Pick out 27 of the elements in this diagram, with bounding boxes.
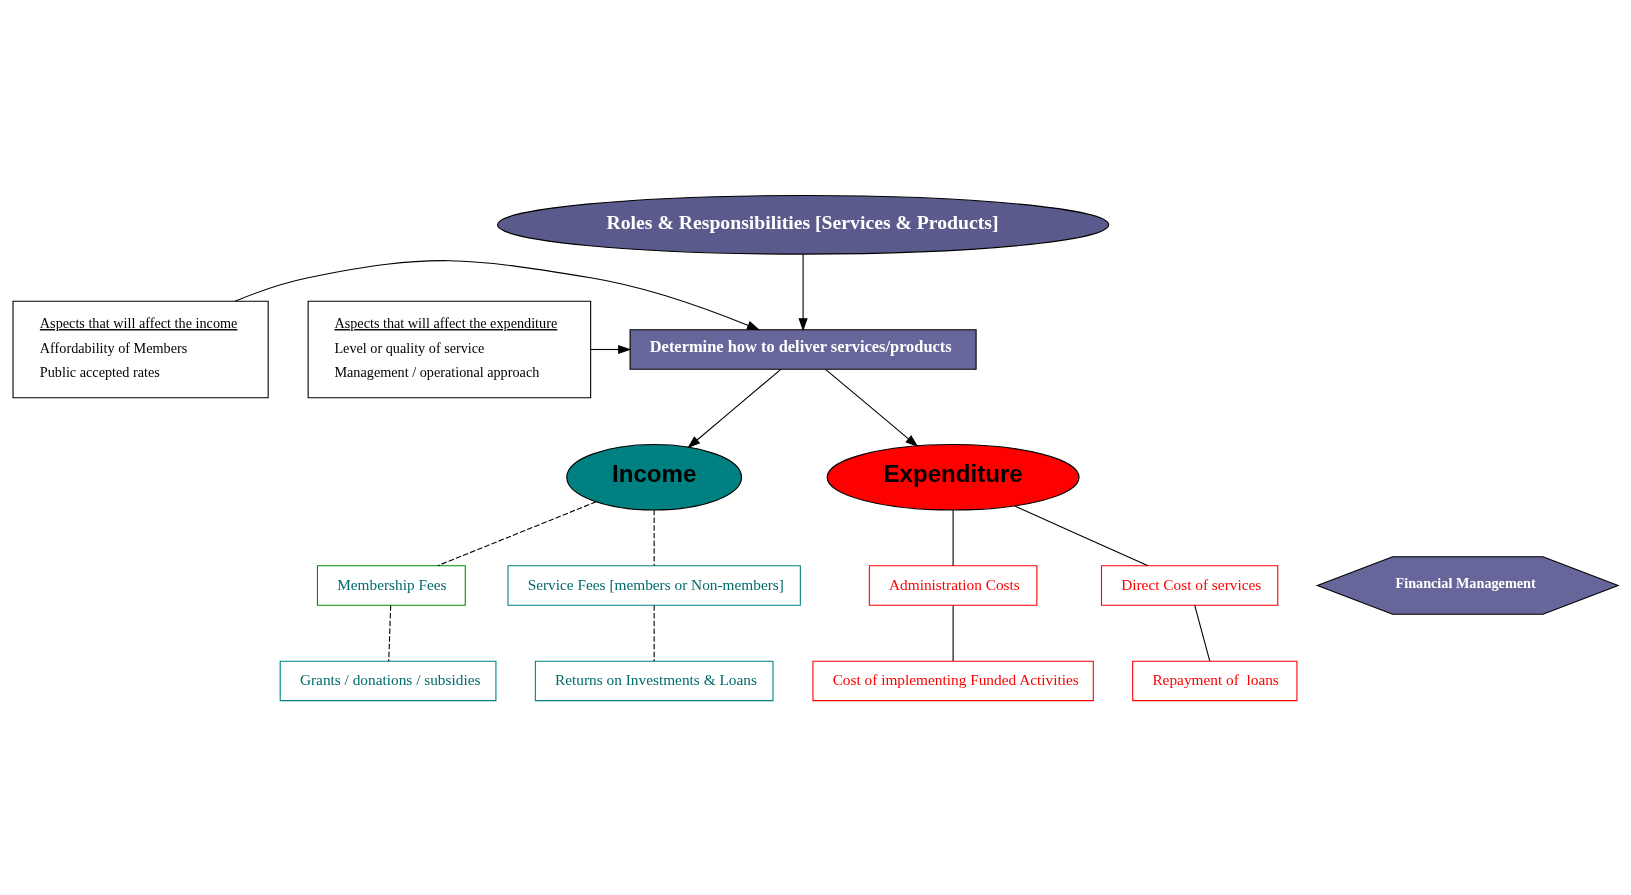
node-box: Administration Costs xyxy=(868,564,1038,606)
node-ellipse: Income xyxy=(566,443,743,511)
connector xyxy=(653,604,655,662)
node-box: Returns on Investments & Loans xyxy=(534,660,774,701)
node-box: Grants / donations / subsidies xyxy=(279,660,497,701)
connector xyxy=(388,604,392,662)
arrow xyxy=(234,259,761,330)
node-box: Cost of implementing Funded Activities xyxy=(812,660,1094,701)
connector xyxy=(653,508,655,566)
node-box: Service Fees [members or Non-members] xyxy=(507,564,801,606)
arrow xyxy=(687,368,782,448)
connector xyxy=(952,604,954,662)
node-box: Membership Fees xyxy=(316,564,466,606)
connector xyxy=(1013,504,1149,566)
node-ellipse: Expenditure xyxy=(826,443,1080,511)
node-ellipse: Roles & Responsibilities [Services & Products] xyxy=(496,194,1110,255)
connector xyxy=(952,508,954,566)
connector xyxy=(1194,604,1211,662)
node-box: Aspects that will affect the income Affordability of Members Public accepted rates xyxy=(12,300,269,398)
arrow xyxy=(590,344,632,354)
arrow xyxy=(825,368,919,447)
connector xyxy=(437,500,597,566)
node-box: Repayment of loans xyxy=(1132,660,1298,701)
node-box: Determine how to deliver services/products xyxy=(629,328,977,370)
node-box: Aspects that will affect the expenditure Level or quality of service Management / operational approach xyxy=(307,300,592,398)
node-box: Direct Cost of services xyxy=(1100,564,1279,606)
arrow xyxy=(798,253,808,331)
